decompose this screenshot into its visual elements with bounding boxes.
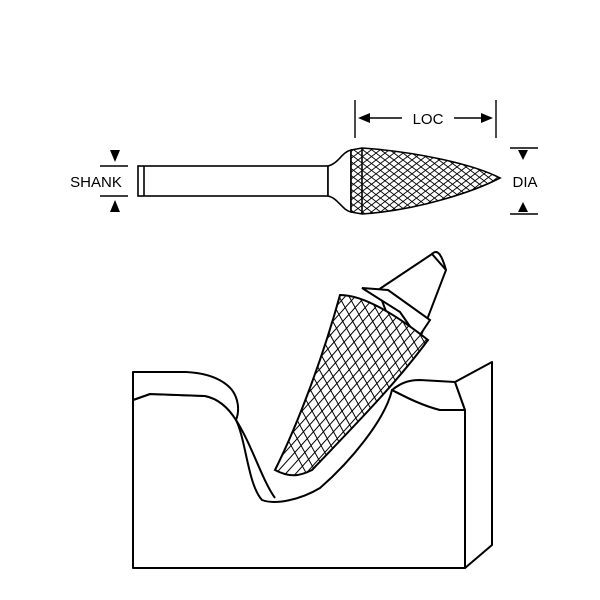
burr-head-outline-angled [273, 293, 430, 477]
crosshatch-line [280, 295, 428, 476]
crosshatch-line [275, 295, 421, 476]
burr-shank-top [431, 251, 447, 271]
block-right-face [454, 361, 493, 569]
arrowhead-icon [518, 150, 528, 160]
crosshatch-line [351, 148, 421, 214]
dia-dimension [510, 147, 538, 215]
crosshatch-line [275, 295, 428, 476]
crosshatch-line [351, 148, 412, 214]
crosshatch-line [275, 295, 316, 476]
crosshatch-line [351, 148, 419, 214]
shank-label: SHANK [70, 174, 122, 191]
crosshatch-line [351, 148, 403, 214]
groove-inner-edge [235, 419, 276, 499]
arrowhead-icon [358, 113, 370, 123]
arrowhead-icon [518, 202, 528, 212]
crosshatch-line [351, 148, 374, 214]
crosshatch-line [493, 148, 500, 214]
burr-in-use [273, 251, 448, 477]
crosshatch-line [275, 295, 326, 476]
arrowhead-icon [110, 150, 120, 162]
arrowhead-icon [110, 200, 120, 212]
loc-label: LOC [413, 111, 444, 128]
crosshatch-line [351, 148, 383, 214]
block-top-left [132, 371, 240, 421]
arrowhead-icon [481, 113, 493, 123]
dia-label: DIA [512, 174, 537, 191]
crosshatch-line [351, 148, 401, 214]
crosshatch-line [351, 148, 410, 214]
crosshatch-line [351, 148, 394, 214]
shank-body [137, 165, 329, 197]
burr-neck [327, 149, 352, 213]
crosshatch-line [486, 148, 500, 214]
shank-dimension [100, 150, 128, 212]
burr-side-view [137, 147, 502, 215]
workpiece-block [132, 361, 493, 569]
crosshatch-line [290, 295, 428, 476]
crosshatch-line [275, 295, 411, 476]
crosshatch-line [351, 148, 385, 214]
crosshatch-line [351, 148, 376, 214]
crosshatch-line [351, 148, 428, 214]
burr-collar [361, 287, 432, 340]
head-crosshatch-angled [275, 295, 428, 476]
crosshatch-line [351, 148, 392, 214]
